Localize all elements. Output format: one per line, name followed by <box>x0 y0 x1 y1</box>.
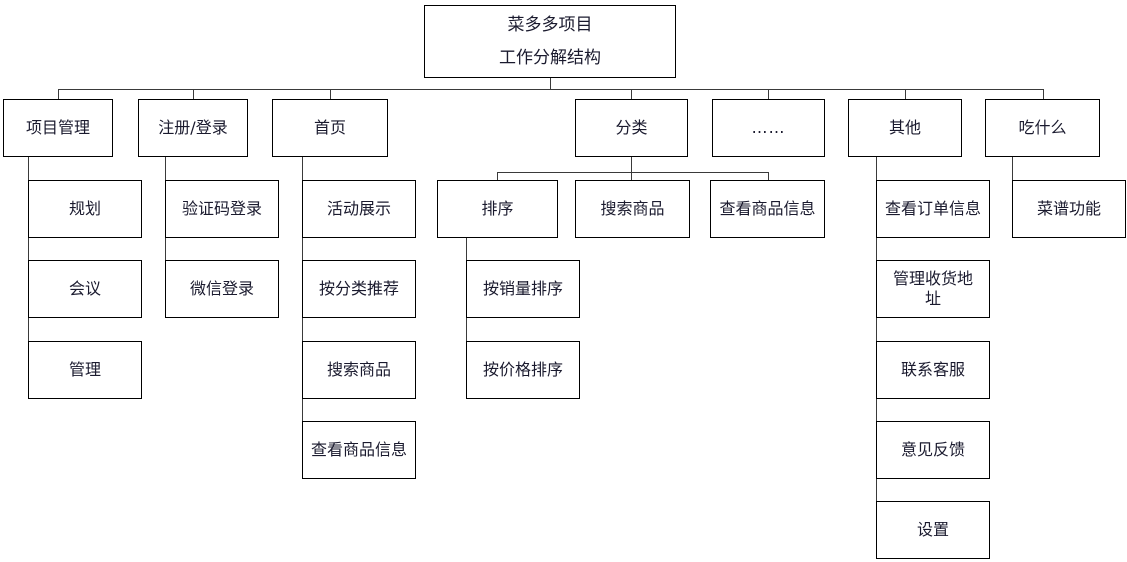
node-ellipsis[interactable]: …… <box>712 99 825 157</box>
node-sort-by-price[interactable]: 按价格排序 <box>466 341 580 399</box>
connector-drop-other <box>905 89 906 99</box>
node-what-to-eat-label: 吃什么 <box>1018 118 1067 137</box>
node-meeting[interactable]: 会议 <box>28 260 142 318</box>
node-sort-by-sales[interactable]: 按销量排序 <box>466 260 580 318</box>
node-other-label: 其他 <box>888 118 921 137</box>
node-category-label: 分类 <box>615 118 648 137</box>
connector-drop-what-to-eat <box>1043 89 1044 99</box>
connector-main-bus <box>58 89 1043 90</box>
node-sort[interactable]: 排序 <box>437 180 558 238</box>
node-register-login-label: 注册/登录 <box>158 118 228 137</box>
node-root[interactable]: 菜多多项目 工作分解结构 <box>424 5 676 78</box>
connector-drop-sort <box>497 172 498 181</box>
connector-drop-project-management <box>58 89 59 99</box>
node-planning[interactable]: 规划 <box>28 180 142 238</box>
node-wechat-login[interactable]: 微信登录 <box>165 260 279 318</box>
node-captcha-login-label: 验证码登录 <box>181 199 262 218</box>
node-home-label: 首页 <box>313 118 346 137</box>
node-manage-address-label: 管理收货地 址 <box>892 269 973 308</box>
node-recipe-feature[interactable]: 菜谱功能 <box>1012 180 1126 238</box>
node-sort-label: 排序 <box>481 199 514 218</box>
node-category-search-product[interactable]: 搜索商品 <box>575 180 690 238</box>
node-recipe-feature-label: 菜谱功能 <box>1036 199 1101 218</box>
node-home-view-product-info[interactable]: 查看商品信息 <box>302 421 416 479</box>
node-register-login[interactable]: 注册/登录 <box>138 99 248 157</box>
node-home-view-product-info-label: 查看商品信息 <box>310 440 407 459</box>
node-settings[interactable]: 设置 <box>876 501 990 559</box>
node-home[interactable]: 首页 <box>272 99 388 157</box>
node-category-search-product-label: 搜索商品 <box>600 199 665 218</box>
node-project-management[interactable]: 项目管理 <box>3 99 113 157</box>
node-category-view-product-info-label: 查看商品信息 <box>719 199 816 218</box>
node-contact-service-label: 联系客服 <box>900 360 965 379</box>
node-sort-by-price-label: 按价格排序 <box>482 360 563 379</box>
node-wechat-login-label: 微信登录 <box>189 279 254 298</box>
node-management[interactable]: 管理 <box>28 341 142 399</box>
node-what-to-eat[interactable]: 吃什么 <box>985 99 1100 157</box>
node-activity-display-label: 活动展示 <box>326 199 391 218</box>
node-contact-service[interactable]: 联系客服 <box>876 341 990 399</box>
node-other[interactable]: 其他 <box>848 99 962 157</box>
connector-root-stem <box>550 78 551 89</box>
connector-drop-ellipsis <box>768 89 769 99</box>
connector-drop-category-search-product <box>631 172 632 181</box>
node-feedback-label: 意见反馈 <box>900 440 965 459</box>
connector-drop-register-login <box>193 89 194 99</box>
node-feedback[interactable]: 意见反馈 <box>876 421 990 479</box>
connector-drop-category-view-product-info <box>768 172 769 181</box>
connector-drop-home <box>330 89 331 99</box>
node-settings-label: 设置 <box>916 520 949 539</box>
node-recommend-by-category[interactable]: 按分类推荐 <box>302 260 416 318</box>
node-planning-label: 规划 <box>68 199 101 218</box>
node-view-order-info-label: 查看订单信息 <box>884 199 981 218</box>
node-view-order-info[interactable]: 查看订单信息 <box>876 180 990 238</box>
node-category[interactable]: 分类 <box>575 99 688 157</box>
node-activity-display[interactable]: 活动展示 <box>302 180 416 238</box>
connector-drop-category-bus <box>631 157 632 172</box>
node-ellipsis-label: …… <box>751 118 786 137</box>
node-sort-by-sales-label: 按销量排序 <box>482 279 563 298</box>
node-meeting-label: 会议 <box>68 279 101 298</box>
connector-bus-category <box>497 172 768 173</box>
node-recommend-by-category-label: 按分类推荐 <box>318 279 399 298</box>
node-home-search-product-label: 搜索商品 <box>326 360 391 379</box>
node-category-view-product-info[interactable]: 查看商品信息 <box>710 180 825 238</box>
node-home-search-product[interactable]: 搜索商品 <box>302 341 416 399</box>
node-manage-address[interactable]: 管理收货地 址 <box>876 260 990 318</box>
node-management-label: 管理 <box>68 360 101 379</box>
node-project-management-label: 项目管理 <box>25 118 90 137</box>
node-root-label: 菜多多项目 工作分解结构 <box>499 15 601 68</box>
connector-drop-category <box>631 89 632 99</box>
node-captcha-login[interactable]: 验证码登录 <box>165 180 279 238</box>
